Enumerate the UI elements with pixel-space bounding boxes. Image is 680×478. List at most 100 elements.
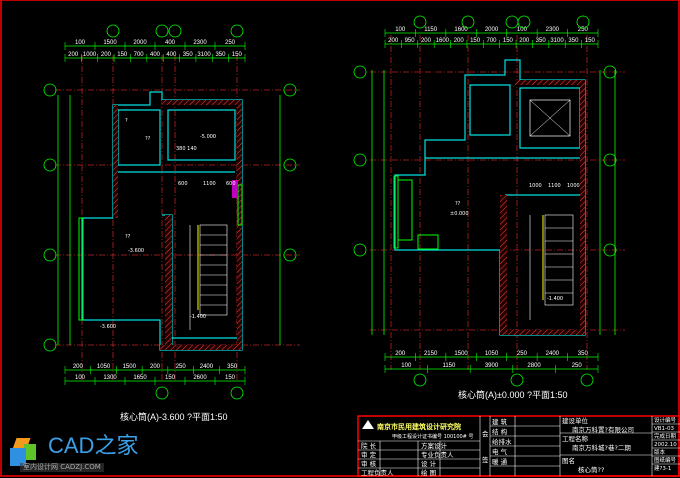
- dimension-value: 200: [150, 364, 161, 370]
- institute-logo-icon: [362, 420, 374, 429]
- discipline-label: 给排水: [492, 437, 512, 446]
- title-block-field: 图纸编号: [654, 456, 677, 464]
- axis-bubble: [576, 15, 590, 29]
- plan-label: 380 140: [176, 146, 197, 152]
- dimension-value: 2600: [193, 375, 207, 381]
- axis-bubble: [230, 386, 244, 400]
- dimension-value: 100: [395, 27, 406, 33]
- dimension-value: 250: [572, 363, 583, 369]
- plan-label: 1100: [203, 181, 216, 187]
- role-label: 审 定: [361, 450, 377, 459]
- title-block-field: VB1-03: [654, 426, 675, 432]
- dimension-value: 700: [486, 38, 497, 44]
- title-block-field: 完成日期: [654, 432, 677, 440]
- plan-label: 1000: [529, 183, 542, 189]
- axis-lines: [55, 35, 625, 380]
- axis-bubble: [461, 15, 475, 29]
- dimension-value: 950: [405, 38, 416, 44]
- dimension-value: 1050: [485, 351, 499, 357]
- role-label: 工程负责人: [361, 468, 394, 477]
- dimension-value: 200: [388, 38, 399, 44]
- dimension-value: 1150: [442, 363, 456, 369]
- client-label: 建设单位: [562, 416, 589, 425]
- title-block: 南京市民用建筑设计研究院 甲级工程设计证书编号 100100# 号 院 长方案设…: [357, 415, 680, 477]
- dimension-value: 150: [225, 375, 236, 381]
- dimension-value: 200: [519, 38, 530, 44]
- right-plan-fixtures: [393, 175, 439, 250]
- plan-label: -1.400: [547, 296, 563, 302]
- dimension-value: 350: [227, 364, 238, 370]
- plan-label: -3.600: [100, 324, 116, 330]
- plan-label: -3.600: [128, 248, 144, 254]
- dimension-value: 250: [225, 40, 236, 46]
- axis-bubble: [155, 24, 169, 38]
- watermark-brand: CAD之家: [48, 433, 139, 458]
- discipline-label: 暖 通: [492, 457, 508, 466]
- axis-bubble: [43, 338, 57, 352]
- dimension-value: 400: [166, 52, 177, 58]
- dimension-value: 2400: [546, 351, 560, 357]
- left-plan-windows: [78, 184, 243, 321]
- dimension-value: 250: [517, 351, 528, 357]
- discipline-label: 建 筑: [492, 417, 508, 426]
- dimension-value: 200: [73, 364, 84, 370]
- dimension-value: 2000: [133, 40, 147, 46]
- dimension-value: 200: [395, 351, 406, 357]
- dimension-value: 200: [421, 38, 432, 44]
- dimension-value: 3900: [485, 363, 499, 369]
- right-plan-walls: [394, 59, 586, 336]
- dimension-value: 250: [176, 364, 187, 370]
- dimension-value: 350: [536, 38, 547, 44]
- axis-bubble: [283, 248, 297, 262]
- axis-bubble: [106, 24, 120, 38]
- axis-bubble: [413, 373, 427, 387]
- right-plan: [393, 59, 586, 336]
- axis-bubble: [43, 83, 57, 97]
- role-label: 院 长: [361, 441, 377, 450]
- dimension-value: 1500: [123, 364, 137, 370]
- plan-label: 1000: [567, 183, 580, 189]
- axis-bubble: [505, 15, 519, 29]
- axis-bubble: [283, 83, 297, 97]
- plan-label: ??: [455, 201, 461, 207]
- dimension-value: 1500: [454, 351, 468, 357]
- right-stairs: [529, 214, 574, 320]
- role-label: 审 核: [361, 459, 377, 468]
- dimension-value: 350: [183, 52, 194, 58]
- left-plan-title: 核心筒(A)-3.600 ?平面1:50: [120, 411, 228, 422]
- cad-logo-icon: [8, 438, 38, 468]
- left-plan: [78, 91, 243, 351]
- dimension-value: 700: [134, 52, 145, 58]
- license-number: 甲级工程设计证书编号 100100# 号: [392, 433, 473, 440]
- dimension-value: 350: [568, 38, 579, 44]
- dimension-value: 200: [101, 52, 112, 58]
- plan-label: 1100: [548, 183, 561, 189]
- sign-side-label: 签: [482, 455, 489, 464]
- axis-bubble: [603, 65, 617, 79]
- title-block-field: 建?3-1: [654, 464, 671, 472]
- project-label: 工程名称: [562, 434, 589, 443]
- project-name: 南京万科城?巷?二期: [572, 443, 631, 452]
- dimension-value: 400: [150, 52, 161, 58]
- dimension-value: 1500: [103, 40, 117, 46]
- axis-bubble: [603, 153, 617, 167]
- axis-bubble: [43, 158, 57, 172]
- axis-bubble: [353, 243, 367, 257]
- drawing-name: 核心筒??: [578, 465, 604, 474]
- role-label: 设 计: [421, 459, 437, 468]
- right-plan-hatch: [500, 80, 585, 335]
- dimension-value: 2400: [200, 364, 214, 370]
- axis-bubble: [580, 373, 594, 387]
- axis-bubble: [283, 158, 297, 172]
- plan-label: 600: [226, 181, 236, 187]
- role-label: 绘 图: [421, 468, 436, 477]
- dimension-value: 3100: [550, 38, 564, 44]
- watermark-site: 室内设计网 CADZJ.COM: [20, 463, 104, 472]
- dimension-value: 1600: [436, 38, 450, 44]
- axis-bubble: [155, 386, 169, 400]
- dimension-value: 2800: [527, 363, 541, 369]
- dimension-value: 250: [578, 27, 589, 33]
- dimension-value: 2000: [485, 27, 499, 33]
- discipline-label: 电 气: [492, 447, 508, 456]
